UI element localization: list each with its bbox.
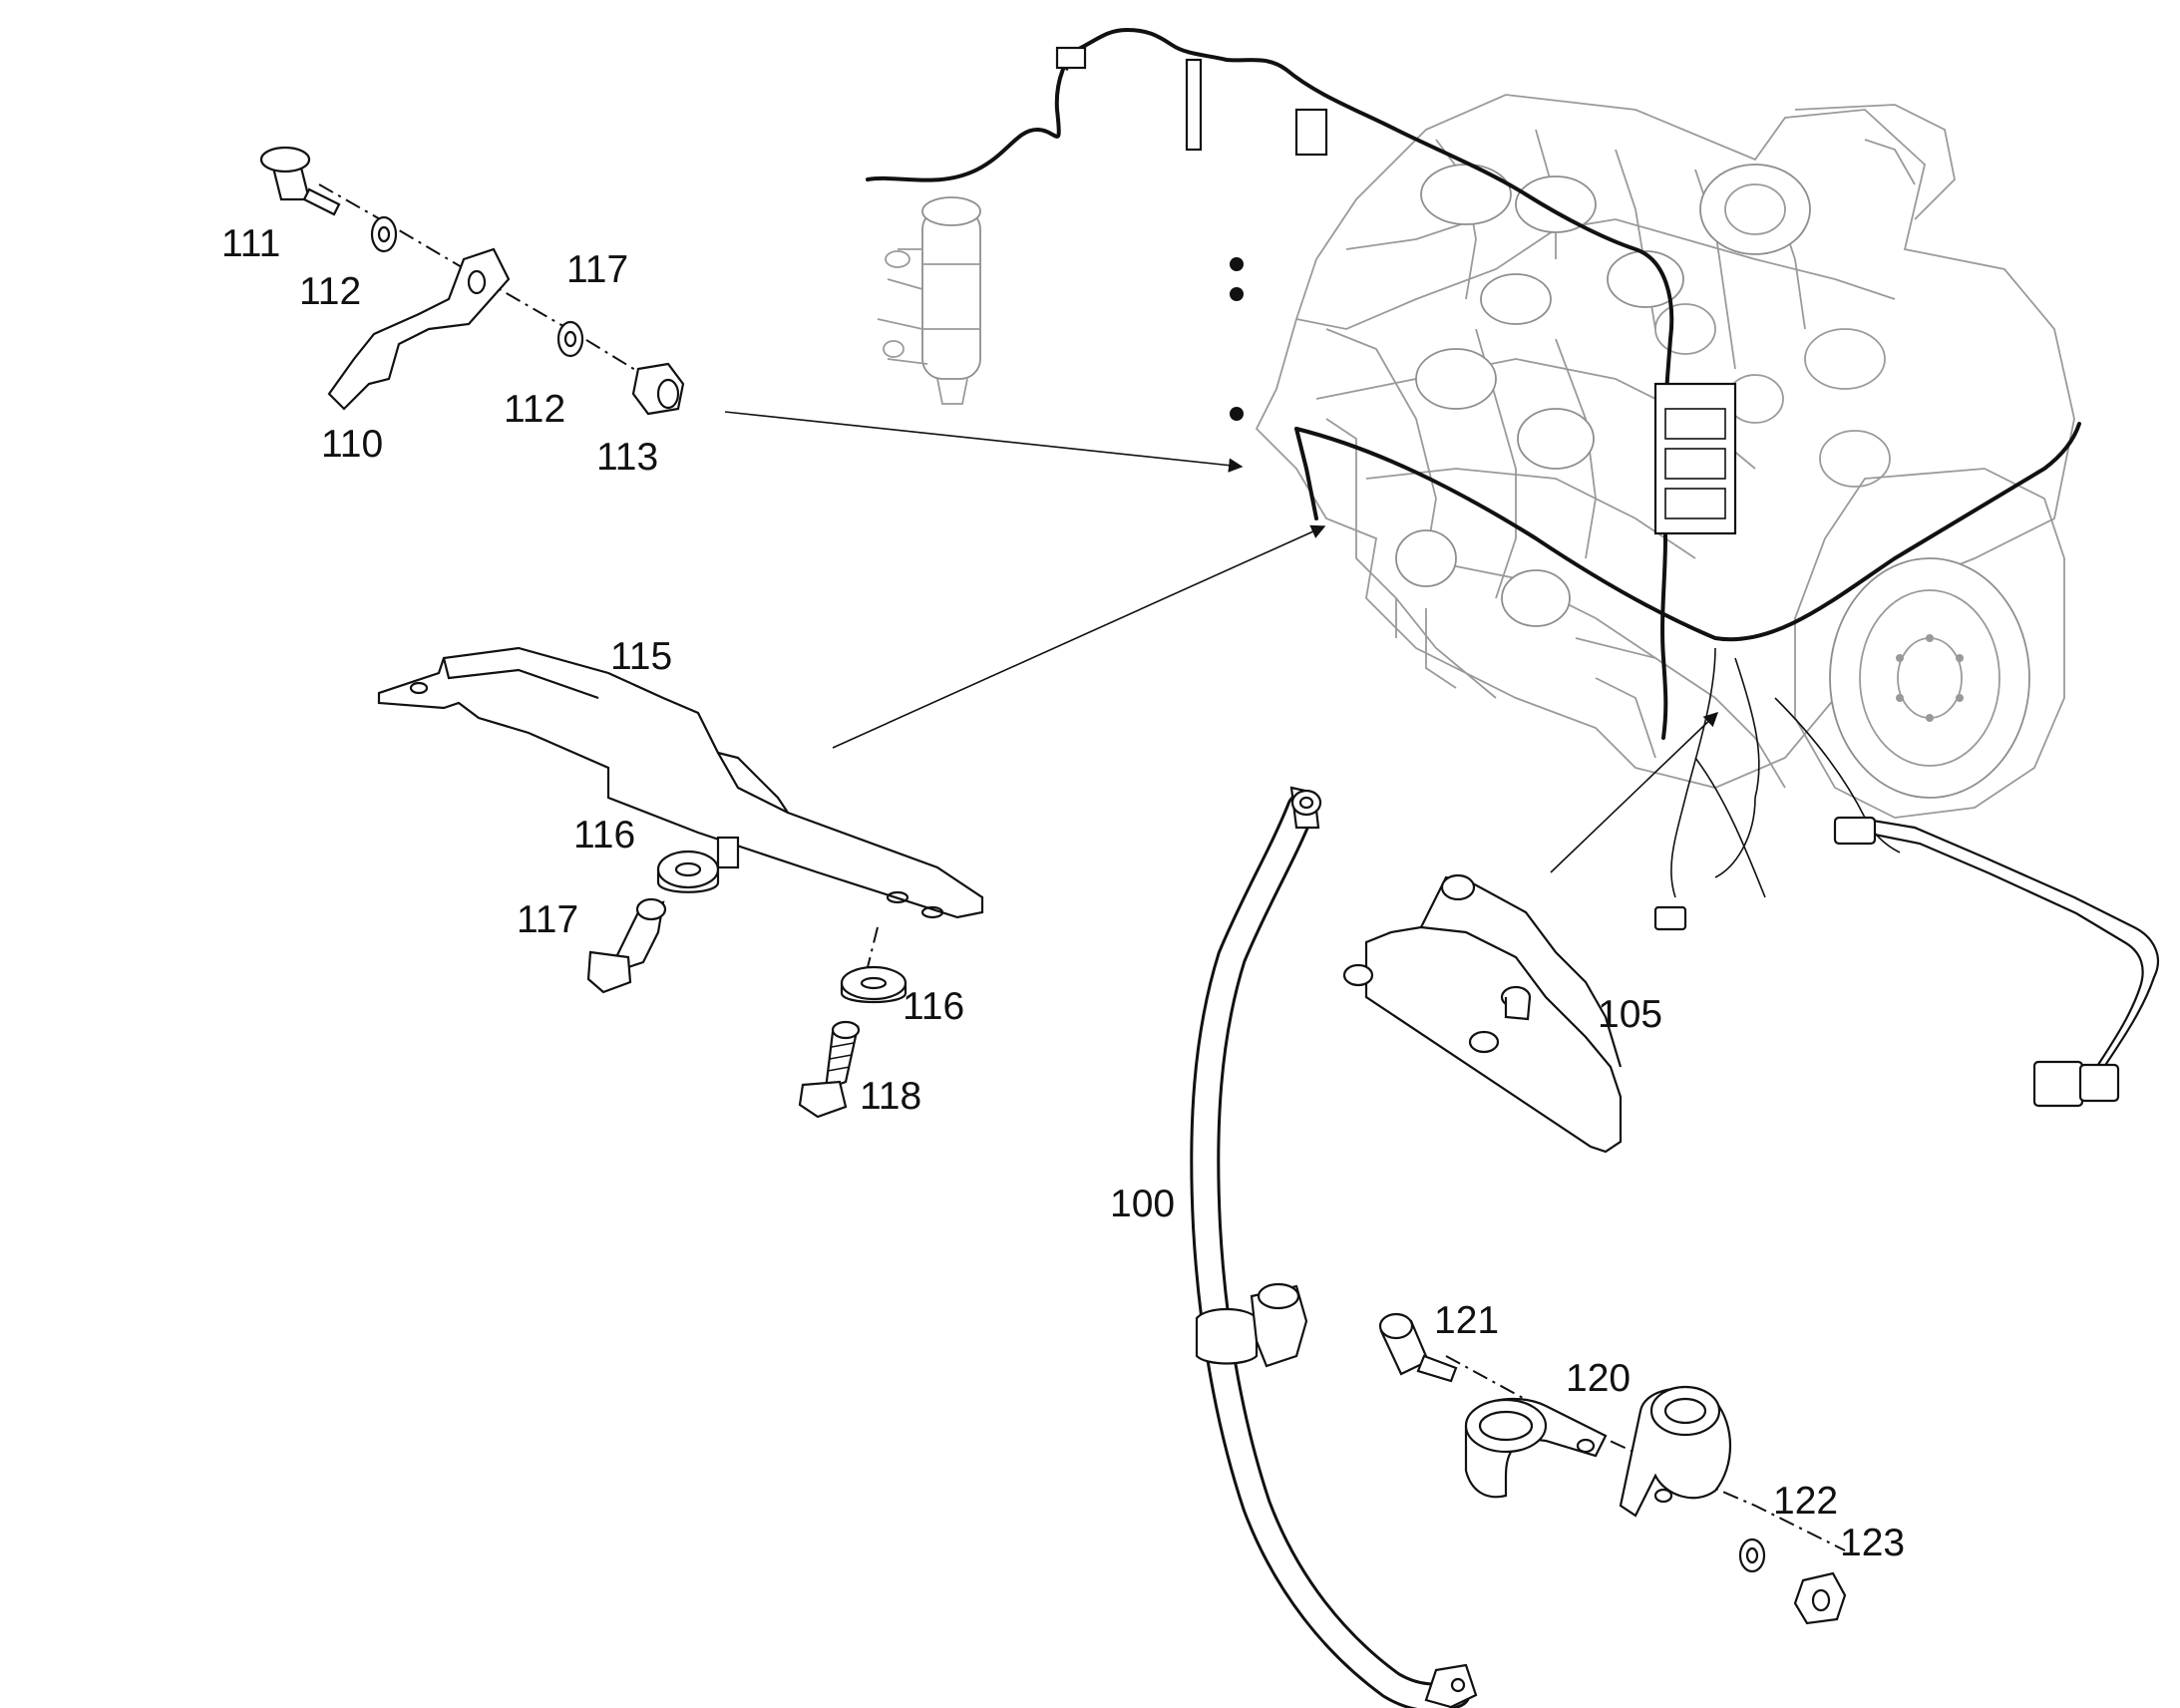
- washer-112-lower: [556, 320, 584, 358]
- callout-117-lower: 117: [517, 898, 578, 941]
- nut-123: [1793, 1571, 1847, 1625]
- callout-117-upper: 117: [566, 248, 628, 291]
- plate-105: [1342, 873, 1623, 1154]
- callout-112-upper: 112: [299, 270, 361, 313]
- washer-122: [1738, 1537, 1766, 1573]
- spacer-116-upper: [656, 850, 720, 893]
- ground-cable-100: [1190, 786, 1478, 1708]
- washer-112-upper: [370, 215, 398, 253]
- callout-121: 121: [1434, 1299, 1499, 1342]
- callout-105: 105: [1598, 993, 1662, 1036]
- bracket-110: [327, 247, 511, 411]
- spacer-116-lower: [840, 965, 908, 1004]
- bolt-111: [259, 146, 341, 216]
- nut-113: [631, 362, 685, 416]
- callout-111: 111: [221, 222, 280, 265]
- clamp-120-group: [1378, 1312, 1847, 1625]
- leader-arrows: [724, 411, 1719, 873]
- callout-116-lower: 116: [903, 985, 964, 1028]
- bolt-121: [1378, 1312, 1458, 1383]
- callout-118: 118: [860, 1075, 921, 1118]
- clamp-120: [1464, 1385, 1731, 1518]
- callout-labels: 111 112 117 112 110 113 115 116 117 116 …: [221, 222, 1905, 1564]
- callout-112-lower: 112: [504, 388, 565, 431]
- bolt-118: [798, 1020, 861, 1119]
- wiring-harness: [866, 27, 2159, 1108]
- callout-120: 120: [1566, 1357, 1631, 1400]
- callout-110: 110: [321, 423, 383, 466]
- bracket-110-group: [259, 146, 685, 416]
- bolt-117: [586, 897, 667, 994]
- callout-116-upper: 116: [573, 814, 635, 856]
- engine-assembly: [1255, 94, 2075, 819]
- bracket-115: [377, 646, 984, 919]
- callout-115: 115: [610, 635, 672, 678]
- callout-123: 123: [1840, 1522, 1905, 1564]
- callout-113: 113: [596, 436, 658, 479]
- callout-100: 100: [1110, 1183, 1175, 1225]
- bracket-115-group: [377, 646, 984, 1119]
- fuel-filter-assembly: [877, 196, 981, 405]
- callout-122: 122: [1773, 1480, 1838, 1523]
